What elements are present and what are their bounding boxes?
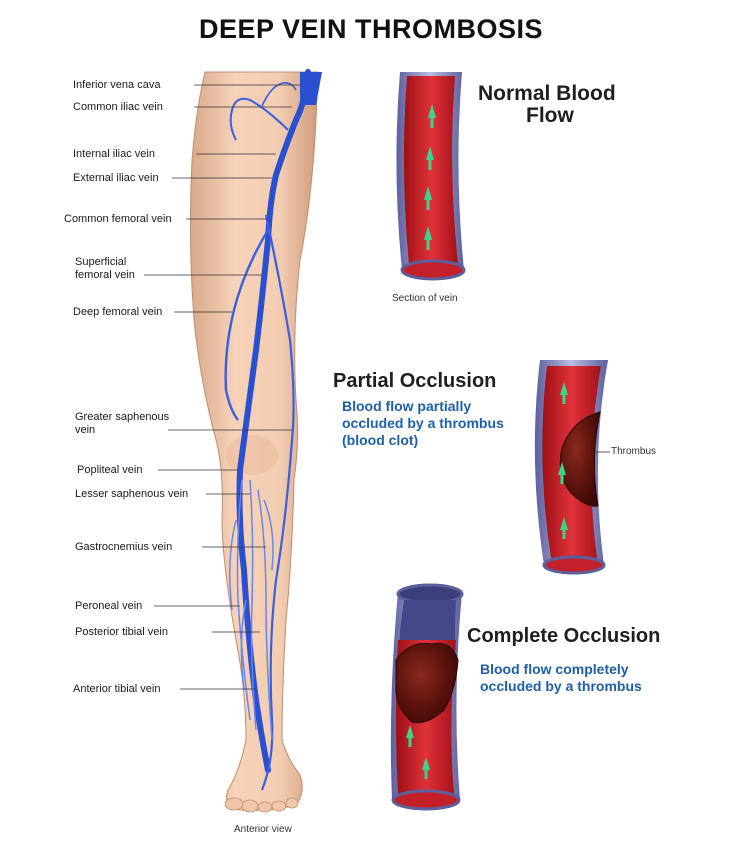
normal-caption: Section of vein bbox=[392, 293, 458, 304]
flow-arrows bbox=[424, 104, 436, 250]
leg-illustration bbox=[144, 69, 322, 813]
lower-leg-veins bbox=[229, 479, 274, 741]
label-external-iliac-vein: External iliac vein bbox=[73, 172, 159, 184]
label-anterior-tibial-vein: Anterior tibial vein bbox=[73, 683, 161, 695]
label-common-femoral-vein: Common femoral vein bbox=[64, 213, 172, 225]
leg-caption: Anterior view bbox=[234, 824, 292, 835]
partial-heading: Partial Occlusion bbox=[333, 370, 497, 392]
page-title: DEEP VEIN THROMBOSIS bbox=[198, 14, 544, 44]
label-peroneal-vein: Peroneal vein bbox=[75, 600, 143, 612]
partial-occlusion-illustration bbox=[534, 360, 610, 575]
label-common-iliac-vein: Common iliac vein bbox=[73, 101, 163, 113]
label-greater-saphenous-vein: Greater saphenous vein bbox=[75, 411, 170, 436]
greater-saphenous bbox=[260, 214, 295, 791]
toes bbox=[224, 797, 299, 813]
leader-lines bbox=[144, 84, 300, 690]
label-posterior-tibial-vein: Posterior tibial vein bbox=[75, 626, 168, 638]
partial-description: Blood flow partially occluded by a throm… bbox=[342, 398, 504, 448]
complete-heading: Complete Occlusion bbox=[467, 625, 661, 647]
complete-description: Blood flow completely occluded by a thro… bbox=[480, 661, 642, 694]
normal-heading-line1: Normal Blood bbox=[478, 82, 616, 105]
complete-occlusion-illustration bbox=[390, 583, 464, 811]
normal-heading-line2: Flow bbox=[526, 104, 574, 127]
deep-vein bbox=[236, 69, 311, 773]
complete-thrombus bbox=[395, 642, 459, 724]
label-internal-iliac-vein: Internal iliac vein bbox=[73, 148, 155, 160]
label-deep-femoral-vein: Deep femoral vein bbox=[73, 306, 163, 318]
label-gastrocnemius-vein: Gastrocnemius vein bbox=[75, 541, 173, 553]
label-lesser-saphenous-vein: Lesser saphenous vein bbox=[75, 488, 189, 500]
label-inferior-vena-cava: Inferior vena cava bbox=[73, 79, 161, 91]
normal-vein-illustration bbox=[396, 72, 466, 281]
partial-thrombus bbox=[559, 411, 601, 507]
label-popliteal-vein: Popliteal vein bbox=[77, 464, 143, 476]
label-superficial-femoral-vein: Superficial femoral vein bbox=[75, 256, 135, 281]
thrombus-label: Thrombus bbox=[611, 446, 657, 457]
